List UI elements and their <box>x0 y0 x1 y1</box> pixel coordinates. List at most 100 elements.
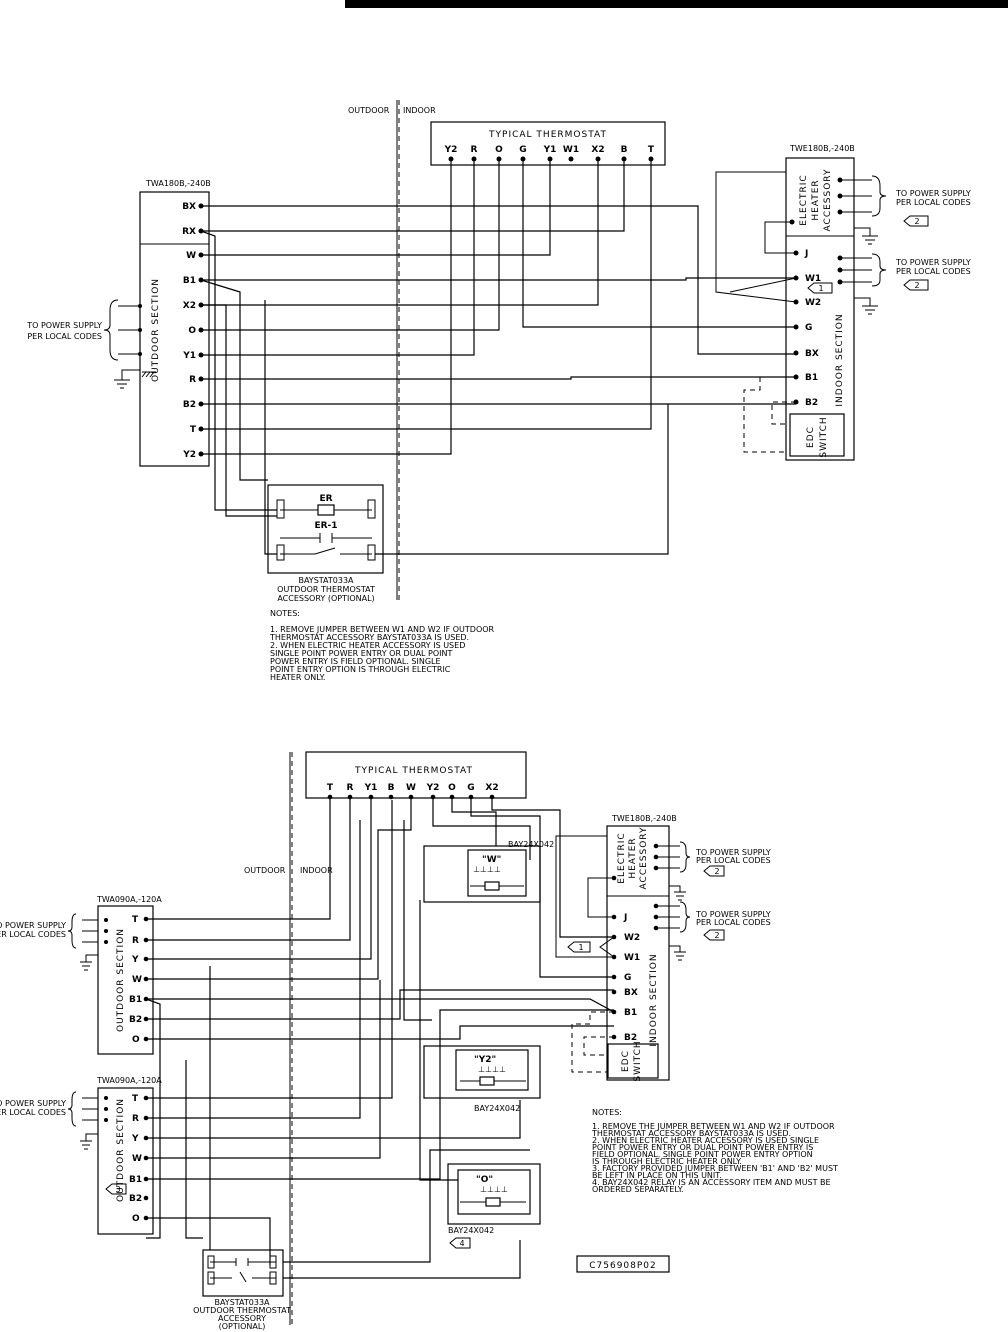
er1-label: ER-1 <box>314 521 337 531</box>
svg-text:B1: B1 <box>129 995 142 1005</box>
heater-jumper-wires <box>715 171 797 303</box>
heater-power-leads <box>656 845 680 929</box>
tag-1: 1 <box>807 282 833 294</box>
thermostat-terminal: R <box>471 145 478 155</box>
outdoor-unit-1-terminals: T R Y W B1 B2 O <box>129 915 142 1045</box>
ground-symbol <box>669 885 686 901</box>
relay-y2: BAY24X042 "Y2" ⊥⊥⊥⊥ <box>423 1045 541 1113</box>
heater-label: ACCESSORY <box>639 827 649 890</box>
indoor-section-label: INDOOR SECTION <box>649 953 659 1046</box>
svg-text:POINT POWER ENTRY OR DUAL POIN: POINT POWER ENTRY OR DUAL POINT POWER EN… <box>592 1143 813 1152</box>
svg-text:4: 4 <box>459 1239 464 1248</box>
svg-text:2: 2 <box>914 281 919 290</box>
power-supply-left: TO POWER SUPPLY PER LOCAL CODES <box>26 299 142 361</box>
edc-switch-label: EDC <box>621 1050 631 1072</box>
thermostat-terminal: O <box>495 145 503 155</box>
outdoor-section-label: OUTDOOR SECTION <box>151 278 161 382</box>
svg-text:T: T <box>132 1094 139 1104</box>
notes-1: NOTES: 1. REMOVE JUMPER BETWEEN W1 AND W… <box>269 609 495 682</box>
indoor-label: INDOOR <box>300 866 333 875</box>
indoor-terminal-label: BX <box>624 988 638 998</box>
indoor-terminal-label: W1 <box>805 274 821 284</box>
svg-text:ORDERED SEPARATELY.: ORDERED SEPARATELY. <box>592 1185 684 1194</box>
diagram-2-wiring <box>145 797 615 1279</box>
thermostat-terminal: Y2 <box>444 145 458 155</box>
svg-text:SINGLE POINT POWER ENTRY OR DU: SINGLE POINT POWER ENTRY OR DUAL POINT <box>270 649 453 658</box>
svg-text:⊥⊥⊥⊥: ⊥⊥⊥⊥ <box>473 865 501 874</box>
outdoor-unit-model: TWA180B,-240B <box>145 179 211 188</box>
baystat-accessory-box <box>267 484 384 574</box>
brace-right-1 <box>679 841 691 873</box>
svg-text:⊥⊥⊥⊥: ⊥⊥⊥⊥ <box>480 1185 508 1194</box>
svg-text:2: 2 <box>714 931 719 940</box>
thermostat-terminal: G <box>519 145 526 155</box>
thermostat-terminal: T <box>648 145 655 155</box>
outdoor-unit-2-box <box>97 1087 154 1235</box>
thermostat-terminal: B <box>388 783 395 793</box>
indoor-terminal-label: BX <box>805 349 819 359</box>
indoor-terminal-label: B2 <box>805 398 818 408</box>
power-supply-right-1: PER LOCAL CODES <box>696 856 771 865</box>
svg-text:NOTES:: NOTES: <box>592 1108 622 1117</box>
brace-right-2 <box>679 901 691 933</box>
heater-label: ELECTRIC <box>799 174 809 225</box>
tag-3: 3 <box>105 1183 127 1195</box>
svg-text:"O": "O" <box>476 1175 493 1185</box>
outdoor-terminal-label: B1 <box>183 276 196 286</box>
thermostat-title: TYPICAL THERMOSTAT <box>488 130 607 140</box>
thermostat-terminal: O <box>448 783 456 793</box>
power-supply-right-1: PER LOCAL CODES <box>896 198 971 207</box>
tag-1: 1 <box>567 941 591 953</box>
svg-text:1: 1 <box>818 284 823 293</box>
brace-right-1 <box>871 175 887 217</box>
svg-text:BAY24X042: BAY24X042 <box>508 840 554 849</box>
svg-text:"Y2": "Y2" <box>474 1055 496 1065</box>
indoor-terminal-label: J <box>623 913 627 923</box>
relay-o: BAY24X042 "O" ⊥⊥⊥⊥ <box>447 1163 541 1235</box>
thermostat-title: TYPICAL THERMOSTAT <box>354 766 473 776</box>
indoor-unit-model: TWE180B,-240B <box>789 144 855 153</box>
thermostat-terminal: X2 <box>591 145 604 155</box>
outdoor-terminal-label: W <box>186 251 196 261</box>
outdoor-section-label: OUTDOOR SECTION <box>116 928 126 1032</box>
indoor-unit-model: TWE180B,-240B <box>611 814 677 823</box>
header-bar <box>345 0 1008 8</box>
indoor-unit-box <box>606 825 670 1081</box>
thermostat-terminal: T <box>327 783 334 793</box>
thermostat-terminal: Y2 <box>426 783 440 793</box>
svg-text:3: 3 <box>115 1185 120 1194</box>
svg-text:NOTES:: NOTES: <box>270 609 300 618</box>
svg-text:PER LOCAL CODES: PER LOCAL CODES <box>27 332 102 341</box>
outdoor-terminal-label: X2 <box>183 301 196 311</box>
baystat-label: BAYSTAT033A <box>298 576 354 585</box>
svg-text:T: T <box>132 915 139 925</box>
thermostat-terminal: R <box>347 783 354 793</box>
baystat-label: (OPTIONAL) <box>219 1322 266 1331</box>
edc-switch-box <box>607 1043 659 1079</box>
svg-text:B2: B2 <box>129 1015 142 1025</box>
edc-switch-label: EDC <box>806 426 816 448</box>
indoor-section-label: INDOOR SECTION <box>835 313 845 406</box>
baystat-label: BAYSTAT033A <box>214 1298 270 1307</box>
outdoor-label: OUTDOOR <box>348 106 390 115</box>
outdoor-terminal-label: Y1 <box>182 351 196 361</box>
thermostat-terminal: G <box>467 783 474 793</box>
outdoor-terminal-label: RX <box>182 227 196 237</box>
indoor-terminal-label: B2 <box>624 1033 637 1043</box>
indoor-terminal-label: W2 <box>624 933 640 943</box>
er-label: ER <box>319 494 332 504</box>
svg-text:W: W <box>132 1154 142 1164</box>
svg-text:B1: B1 <box>129 1175 142 1185</box>
power-supply-right-2: TO POWER SUPPLY <box>895 258 971 267</box>
drawing-number-box <box>576 1255 670 1273</box>
thermostat-box <box>305 751 527 799</box>
heater-power-leads <box>840 179 872 283</box>
indoor-terminal-label: G <box>805 323 812 333</box>
ground-symbol <box>80 954 98 971</box>
power-supply-2-leads <box>67 1091 98 1127</box>
svg-text:FIELD OPTIONAL. SINGLE POINT P: FIELD OPTIONAL. SINGLE POINT POWER ENTRY… <box>592 1150 813 1159</box>
svg-text:"W": "W" <box>482 855 501 865</box>
indoor-terminal-label: G <box>624 973 631 983</box>
outdoor-unit-1-model: TWA090A,-120A <box>96 895 162 904</box>
